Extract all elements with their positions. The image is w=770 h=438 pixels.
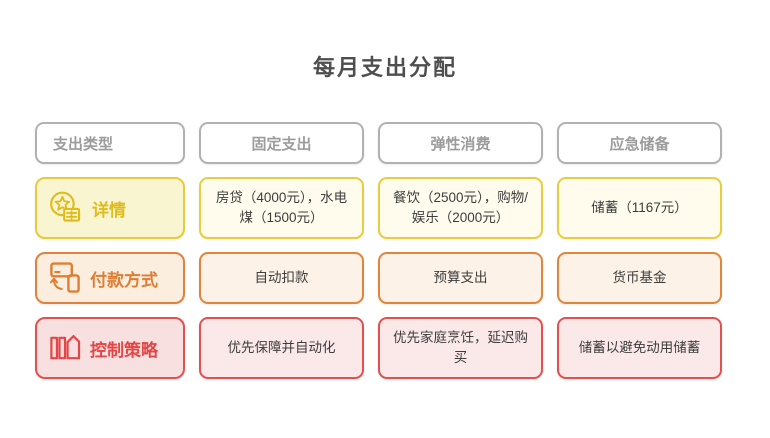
strategy-books-icon	[48, 331, 82, 365]
cell-fixed-payment: 自动扣款	[199, 252, 364, 304]
page-title: 每月支出分配	[312, 55, 457, 80]
cell-emergency-payment: 货币基金	[557, 252, 722, 304]
header-cell-emergency-reserve: 应急储备	[557, 122, 722, 164]
cell-emergency-strategy: 储蓄以避免动用储蓄	[557, 317, 722, 379]
row-label-control-strategy: 控制策略	[35, 317, 185, 379]
expense-table: 支出类型 固定支出 弹性消费 应急储备 详情 房贷（4000元），水电煤（150…	[35, 122, 722, 379]
cell-flexible-details: 餐饮（2500元），购物/娱乐（2000元）	[378, 177, 543, 239]
header-cell-expense-type: 支出类型	[35, 122, 185, 164]
header-cell-flexible-spending: 弹性消费	[378, 122, 543, 164]
cell-emergency-details: 储蓄（1167元）	[557, 177, 722, 239]
row-label-details: 详情	[35, 177, 185, 239]
row-label-text: 详情	[92, 200, 126, 220]
cell-fixed-details: 房贷（4000元），水电煤（1500元）	[199, 177, 364, 239]
payment-transfer-icon	[48, 261, 82, 295]
row-label-text: 控制策略	[90, 340, 158, 360]
cell-fixed-strategy: 优先保障并自动化	[199, 317, 364, 379]
row-label-text: 付款方式	[90, 270, 158, 290]
row-label-payment-method: 付款方式	[35, 252, 185, 304]
header-cell-fixed-expense: 固定支出	[199, 122, 364, 164]
certificate-badge-icon	[48, 190, 84, 226]
cell-flexible-payment: 预算支出	[378, 252, 543, 304]
cell-flexible-strategy: 优先家庭烹饪，延迟购买	[378, 317, 543, 379]
